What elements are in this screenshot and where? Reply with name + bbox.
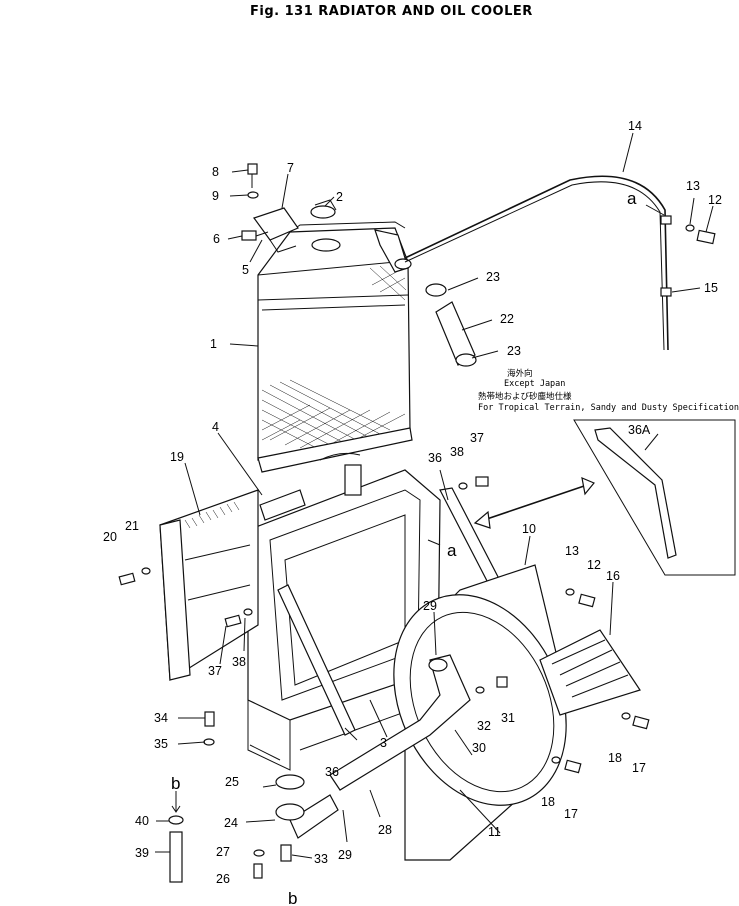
callout-12-top: 12: [708, 193, 722, 207]
callout-31: 31: [501, 711, 515, 725]
callout-36-low: 36: [325, 765, 339, 779]
oil-cooler: [159, 489, 259, 682]
callout-10: 10: [522, 522, 536, 536]
note-jp-spec: 熱帯地および砂塵地仕様: [478, 391, 572, 402]
callout-23-low: 23: [507, 344, 521, 358]
ref-a-top: a: [627, 189, 637, 208]
fan-guard: [539, 629, 641, 716]
callout-34: 34: [154, 711, 168, 725]
stay-bar: [277, 584, 356, 736]
callout-12-mid: 12: [587, 558, 601, 572]
gasket: [275, 774, 305, 790]
callout-38-top: 38: [450, 445, 464, 459]
callout-27: 27: [216, 845, 230, 859]
callout-28: 28: [378, 823, 392, 837]
callout-36A: 36A: [628, 423, 651, 437]
callout-18-right: 18: [608, 751, 622, 765]
callout-19: 19: [170, 450, 184, 464]
ref-b-top: b: [171, 774, 180, 793]
callout-14: 14: [628, 119, 642, 133]
radiator-core: [257, 221, 413, 473]
radiator-cap: [310, 199, 337, 219]
double-arrow: [473, 477, 595, 529]
callout-32: 32: [477, 719, 491, 733]
note-jp-export: 海外向: [507, 368, 533, 379]
callout-11: 11: [488, 825, 501, 839]
callout-25: 25: [225, 775, 239, 789]
callout-20: 20: [103, 530, 117, 544]
bracket-assy: [241, 163, 299, 253]
callout-numbers: 1 2 3 4 5 6 7 8 9 10 11 12 12 13 13 14 1…: [103, 119, 722, 886]
callout-26: 26: [216, 872, 230, 886]
callout-1: 1: [210, 337, 217, 351]
overflow-pipe: [404, 175, 716, 351]
spec-notes: 海外向 Except Japan 熱帯地および砂塵地仕様 For Tropica…: [478, 368, 739, 413]
ref-b-bottom: b: [288, 889, 297, 906]
callout-37-low: 37: [208, 664, 222, 678]
callout-13-mid: 13: [565, 544, 579, 558]
figure-title: Fig. 131 RADIATOR AND OIL COOLER: [250, 4, 533, 19]
callout-33: 33: [314, 852, 328, 866]
callout-5: 5: [242, 263, 249, 277]
callout-8: 8: [212, 165, 219, 179]
fasteners: [118, 476, 650, 879]
callout-21: 21: [125, 519, 139, 533]
callout-4: 4: [212, 420, 219, 434]
drain-pipe: [168, 791, 184, 883]
ref-a-frame: a: [447, 541, 457, 560]
callout-7: 7: [287, 161, 294, 175]
callout-22: 22: [500, 312, 514, 326]
callout-29-top: 29: [423, 599, 437, 613]
callout-9: 9: [212, 189, 219, 203]
callout-30: 30: [472, 741, 486, 755]
callout-18-low: 18: [541, 795, 555, 809]
callout-40: 40: [135, 814, 149, 828]
callout-16: 16: [606, 569, 620, 583]
callout-17-low: 17: [564, 807, 578, 821]
callout-36-top: 36: [428, 451, 442, 465]
callout-24: 24: [224, 816, 238, 830]
note-except-japan: Except Japan: [504, 379, 565, 389]
callout-23-top: 23: [486, 270, 500, 284]
fan-shroud: [393, 564, 567, 861]
note-tropical-spec: For Tropical Terrain, Sandy and Dusty Sp…: [478, 403, 739, 413]
callout-3: 3: [380, 736, 387, 750]
callout-13-top: 13: [686, 179, 700, 193]
callout-29-low: 29: [338, 848, 352, 862]
callout-35: 35: [154, 737, 168, 751]
callout-2: 2: [336, 190, 343, 204]
callout-39: 39: [135, 846, 149, 860]
callout-15: 15: [704, 281, 718, 295]
callout-6: 6: [213, 232, 220, 246]
callout-37-top: 37: [470, 431, 484, 445]
lower-hose: [425, 283, 477, 367]
inset-36A: [573, 419, 736, 576]
callout-17-right: 17: [632, 761, 646, 775]
callout-38-low: 38: [232, 655, 246, 669]
leader-lines: [155, 132, 714, 859]
cooler-hoses: [275, 654, 471, 839]
